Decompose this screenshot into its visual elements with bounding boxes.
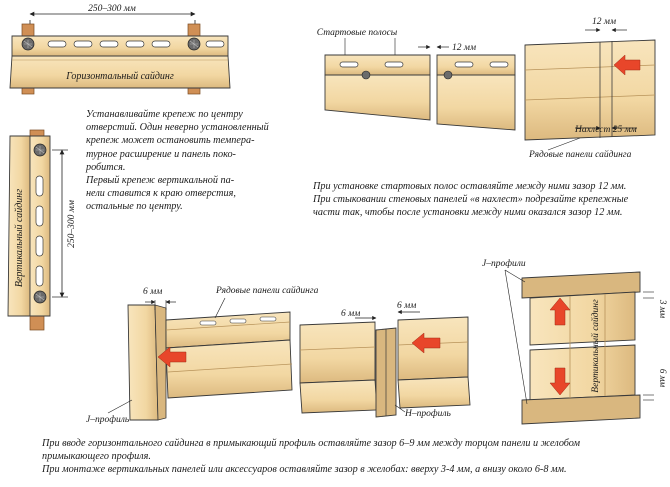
arrow-down-icon bbox=[549, 367, 571, 396]
caption-line: примыкающего профиля. bbox=[42, 451, 151, 463]
vertical-panel bbox=[529, 344, 636, 401]
start-strips-figure: Стартовые полосы 12 мм bbox=[317, 28, 516, 131]
row-panel bbox=[397, 316, 469, 381]
gap-label: 6 мм bbox=[143, 287, 162, 297]
caption-line: При установке стартовых полос оставляйте… bbox=[313, 181, 627, 192]
dimension-label: 250–300 мм bbox=[88, 4, 136, 14]
overlap-label: Нахлест 25 мм bbox=[574, 125, 637, 135]
caption-line: части так, чтобы после установки между н… bbox=[313, 207, 623, 219]
arrow-left-icon bbox=[411, 332, 441, 354]
caption-line: При вводе горизонтального сайдинга в при… bbox=[42, 438, 580, 449]
nail-icon bbox=[443, 70, 453, 80]
row-panel bbox=[299, 321, 376, 384]
caption-line: нели ставится к краю отверстия, bbox=[86, 188, 236, 200]
nail-icon bbox=[361, 70, 371, 80]
gap-label: 3 мм bbox=[658, 299, 668, 318]
gap-label: 6 мм bbox=[658, 369, 668, 387]
caption-line: Устанавливайте крепеж по центру bbox=[86, 109, 243, 120]
caption-profiles: При вводе горизонтального сайдинга в при… bbox=[42, 437, 580, 477]
nail-icon bbox=[33, 143, 47, 157]
start-strip bbox=[324, 74, 431, 121]
gap-label: 12 мм bbox=[592, 17, 616, 27]
nail-icon bbox=[21, 37, 35, 51]
horizontal-siding-label: Горизонтальный сайдинг bbox=[65, 71, 174, 82]
j-profile bbox=[521, 394, 641, 425]
caption-line: крепеж может остановить темпера- bbox=[86, 135, 255, 147]
arrow-left-icon bbox=[157, 346, 187, 368]
caption-line: отверстий. Один неверно установленный bbox=[86, 122, 269, 134]
h-profile-label: Н–профиль bbox=[404, 408, 451, 419]
siding-panel bbox=[9, 55, 231, 89]
j-profile bbox=[521, 271, 641, 299]
j-profile-figure: 6 мм Рядовые панели сайдинга J–профиль bbox=[86, 285, 319, 425]
gap-label: 12 мм bbox=[452, 43, 476, 53]
caption-start-strips: При установке стартовых полос оставляйте… bbox=[313, 180, 628, 220]
overlap-figure: 12 мм Нахлест 25 мм Рядовые панели сайди… bbox=[524, 17, 656, 160]
vertical-siding-label: Вертикальный сайдинг bbox=[590, 299, 601, 393]
caption-line: турное расширение и панель поко- bbox=[86, 148, 236, 160]
arrow-left-icon bbox=[613, 54, 641, 76]
gap-label: 6 мм bbox=[341, 309, 360, 319]
j-profile bbox=[127, 304, 159, 421]
horizontal-siding-figure: 250–300 мм Горизонтальный сайдинг bbox=[9, 4, 231, 95]
dimension-label: 250–300 мм bbox=[67, 200, 77, 248]
arrow-up-icon bbox=[549, 297, 571, 326]
vertical-siding-figure: Вертикальный сайдинг 250–300 мм bbox=[7, 129, 77, 331]
gap-label: 6 мм bbox=[397, 301, 416, 311]
caption-line: При стыковании стеновых панелей «в нахле… bbox=[313, 194, 629, 206]
caption-line: При монтаже вертикальных панелей или акс… bbox=[42, 464, 567, 476]
row-panels-label: Рядовые панели сайдинга bbox=[215, 285, 319, 296]
caption-line: робится. bbox=[86, 161, 126, 173]
nail-icon bbox=[33, 290, 47, 304]
caption-line: Первый крепеж вертикальной па- bbox=[86, 175, 235, 187]
vertical-siding-label: Вертикальный сайдинг bbox=[14, 189, 25, 287]
start-strip bbox=[436, 74, 516, 131]
nail-icon bbox=[187, 37, 201, 51]
vertical-j-profiles-figure: Вертикальный сайдинг 3 мм 6 мм J–профили bbox=[482, 258, 668, 425]
j-profiles-label: J–профили bbox=[482, 258, 526, 269]
row-panel bbox=[165, 339, 293, 399]
j-profile-label: J–профиль bbox=[86, 414, 130, 425]
start-strips-label: Стартовые полосы bbox=[317, 28, 398, 38]
caption-fastening: Устанавливайте крепеж по центру отверсти… bbox=[86, 108, 269, 214]
h-profile-figure: 6 мм 6 мм Н–профиль bbox=[299, 301, 471, 419]
vertical-panel bbox=[529, 291, 636, 346]
row-panels-label: Рядовые панели сайдинга bbox=[528, 149, 632, 160]
caption-line: остальные по центру. bbox=[86, 201, 183, 213]
